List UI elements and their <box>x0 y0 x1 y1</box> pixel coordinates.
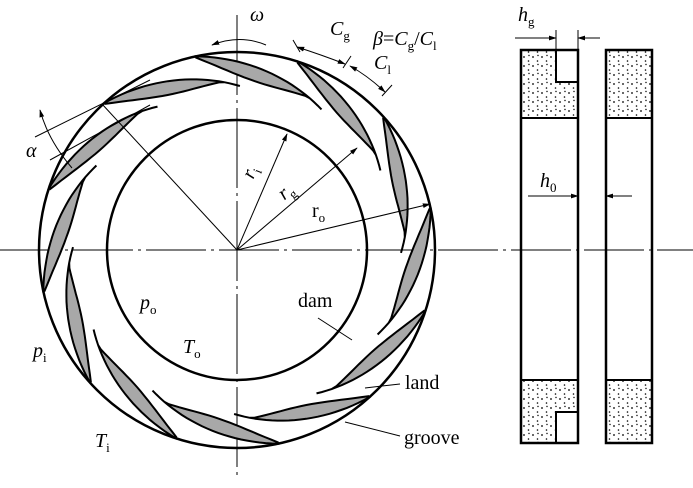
alpha-label: α <box>26 140 37 162</box>
radius-ri-arrow <box>236 133 288 251</box>
groove-label: groove <box>404 427 460 449</box>
outer-circle <box>37 50 437 450</box>
omega-label: ω <box>250 4 265 26</box>
land-label: land <box>405 372 440 394</box>
alpha-tangent-line <box>34 79 151 138</box>
ti-label: Ti <box>95 430 110 455</box>
dam-label: dam <box>298 290 333 312</box>
groove-leader <box>344 421 401 437</box>
spiral-groove <box>194 55 323 111</box>
po-label: po <box>140 292 157 317</box>
rotating-ring-section <box>519 48 580 445</box>
cl-dimension-arrow <box>349 65 386 93</box>
spiral-groove <box>151 389 280 445</box>
spiral-groove <box>316 309 427 395</box>
inner-circle <box>105 118 369 382</box>
spiral-grooves <box>42 55 432 445</box>
pi-label: pi <box>33 340 47 365</box>
radius-ro-arrow <box>236 203 431 251</box>
alpha-groove-line <box>49 104 151 161</box>
beta-formula: β=Cg/Cl <box>373 28 437 53</box>
h0-label: h0 <box>540 170 557 195</box>
spiral-groove <box>233 395 372 422</box>
alpha-arc-arrow <box>39 109 73 169</box>
cg-extension-line <box>292 39 301 53</box>
spiral-groove <box>382 115 409 254</box>
spiral-groove <box>65 246 92 385</box>
radius-rg-arrow <box>236 147 358 251</box>
cg-label: Cg <box>330 18 350 43</box>
dam-leader <box>317 317 353 341</box>
spiral-groove <box>296 60 382 171</box>
spiral-groove <box>42 164 98 293</box>
cl-extension-line <box>381 84 393 97</box>
spiral-groove <box>92 329 178 440</box>
alpha-construction-line <box>101 103 238 251</box>
groove-notch-top <box>555 49 579 83</box>
groove-notch-bottom <box>555 411 579 444</box>
rotation-arrow <box>211 39 267 46</box>
spiral-groove <box>376 207 432 336</box>
cg-cl-extension-line <box>342 55 352 69</box>
land-leader <box>364 383 401 389</box>
spiral-groove <box>102 78 241 105</box>
cl-label: Cl <box>374 52 391 77</box>
to-label: To <box>183 336 201 361</box>
cg-dimension-arrow <box>296 46 346 65</box>
ro-label: ro <box>312 200 326 225</box>
spiral-groove <box>47 105 158 191</box>
stationary-ring-section <box>604 48 654 445</box>
hg-label: hg <box>518 4 535 29</box>
